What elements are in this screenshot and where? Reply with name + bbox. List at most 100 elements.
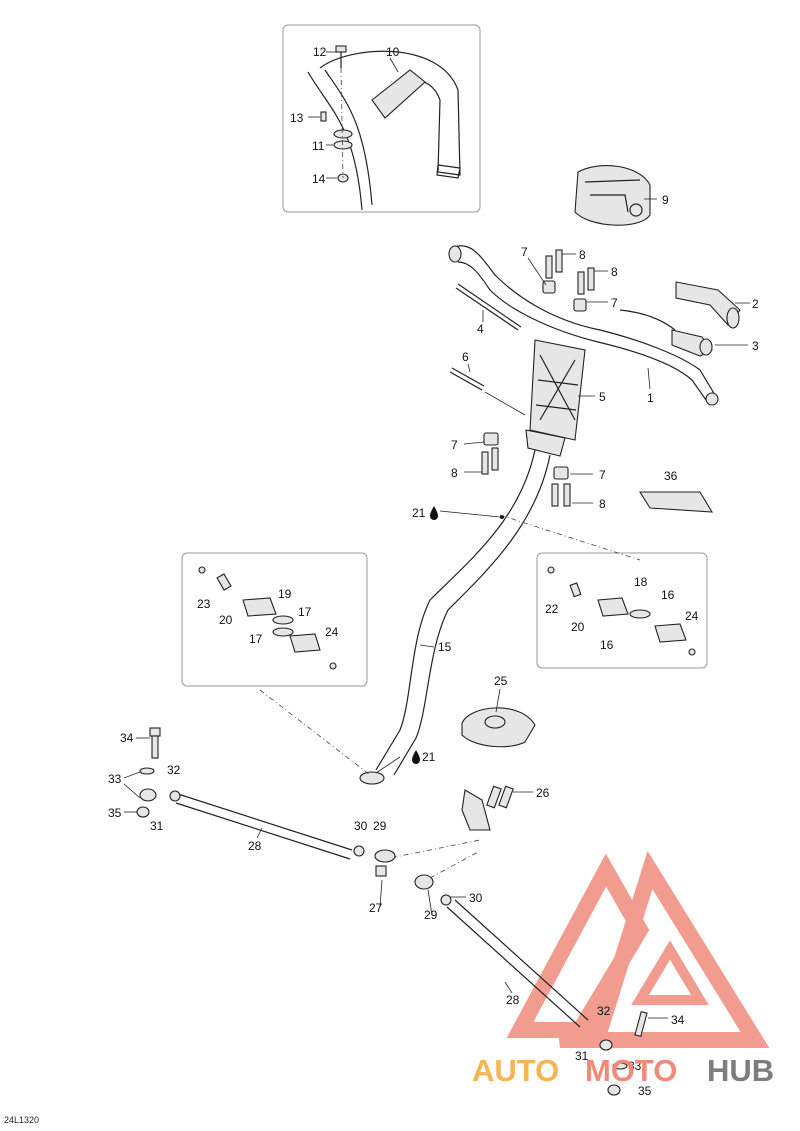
part-8-bolts-lower: [481, 447, 571, 507]
part-15-steering-column: [359, 429, 566, 785]
watermark-text: AUTO MOTO HUB: [472, 1053, 774, 1088]
callout-23: 23: [197, 597, 211, 611]
part-12-bolt: [335, 45, 347, 68]
callout-32: 32: [597, 1004, 611, 1018]
callout-21: 21: [412, 506, 426, 520]
part-28-tie-rod-right: [414, 874, 589, 1028]
hardware-left-end: [136, 727, 181, 818]
callout-21: 21: [422, 750, 436, 764]
callout-28: 28: [248, 839, 262, 853]
part-8-bolts-upper: [545, 249, 595, 295]
part-5-riser: [529, 339, 586, 441]
callout-11: 11: [312, 139, 325, 153]
callout-25: 25: [494, 674, 508, 688]
callout-33: 33: [108, 772, 122, 786]
callout-9: 9: [662, 193, 669, 207]
hardware-center: [353, 845, 452, 906]
callout-15: 15: [438, 640, 452, 654]
watermark-logo: [506, 850, 770, 1048]
drawing-reference-code: 24L1320: [4, 1115, 40, 1125]
callout-8: 8: [579, 248, 586, 262]
callout-13: 13: [290, 111, 304, 125]
callout-2: 2: [752, 297, 759, 311]
callout-7: 7: [599, 468, 606, 482]
guide-line-a: [259, 689, 371, 776]
callout-17: 17: [249, 632, 263, 646]
callout-31: 31: [575, 1049, 589, 1063]
callout-20: 20: [219, 613, 233, 627]
part-10-handle-pad: [307, 50, 461, 211]
guide-line-d: [429, 851, 479, 879]
watermark-word-hub: HUB: [707, 1053, 774, 1088]
callout-34: 34: [120, 731, 134, 745]
inset-box-top: [282, 24, 481, 213]
droplet-icon: [412, 750, 420, 764]
callout-35: 35: [108, 806, 122, 820]
callout-8: 8: [611, 265, 618, 279]
callout-18: 18: [634, 575, 648, 589]
callout-17: 17: [298, 605, 312, 619]
callout-27: 27: [369, 901, 383, 915]
callout-33: 33: [628, 1059, 642, 1073]
callout-29: 29: [373, 819, 387, 833]
callout-6: 6: [462, 350, 469, 364]
callout-5: 5: [599, 390, 606, 404]
inset-box-right: [536, 552, 708, 669]
callout-24: 24: [325, 625, 339, 639]
callout-1: 1: [647, 391, 654, 405]
arrow-to-riser: [484, 391, 526, 416]
guide-line-c: [379, 839, 481, 861]
callout-4: 4: [477, 322, 484, 336]
watermark-word-auto: AUTO: [472, 1053, 559, 1088]
part-2-grip: [675, 281, 741, 329]
part-28-tie-rod-left: [139, 788, 396, 863]
callout-10: 10: [386, 45, 400, 59]
part-13-spacer: [320, 111, 327, 122]
callout-29: 29: [424, 908, 438, 922]
callout-35: 35: [638, 1084, 652, 1098]
callout-20: 20: [571, 620, 585, 634]
callout-8: 8: [451, 466, 458, 480]
callout-7: 7: [611, 296, 618, 310]
watermark-word-moto: MOTO: [585, 1053, 677, 1088]
part-25-boot: [461, 707, 536, 748]
part-7-clamp-lower-right: [553, 466, 569, 480]
hardware-right-end: [599, 1010, 648, 1096]
droplet-icon: [430, 506, 438, 520]
part-1-handlebar: [448, 245, 719, 406]
callout-7: 7: [521, 245, 528, 259]
callout-19: 19: [278, 587, 292, 601]
callout-31: 31: [150, 819, 164, 833]
part-7-clamp-lower-left: [483, 432, 499, 446]
callout-32: 32: [167, 763, 181, 777]
axis-line-top: [340, 67, 344, 179]
callout-28: 28: [506, 993, 520, 1007]
callout-8: 8: [599, 497, 606, 511]
callout-26: 26: [536, 786, 550, 800]
part-26-bracket: [461, 785, 514, 831]
callout-12: 12: [313, 45, 327, 59]
part-4-rod: [455, 283, 522, 331]
callout-24: 24: [685, 609, 699, 623]
leader-lines: [123, 51, 750, 1019]
inset-right-parts: [547, 566, 696, 656]
callout-14: 14: [312, 172, 326, 186]
callout-7: 7: [451, 438, 458, 452]
callout-22: 22: [545, 602, 559, 616]
inset-left-parts: [198, 566, 337, 670]
part-7-clamp-upper-left: [542, 280, 556, 294]
part-6-pin: [449, 367, 485, 391]
part-7-clamp-upper-right: [573, 298, 587, 312]
callout-30: 30: [354, 819, 368, 833]
part-11-clamp: [333, 129, 353, 150]
part-9-handlebar-pad: [574, 165, 651, 226]
callout-34: 34: [671, 1013, 685, 1027]
part-3-grip: [619, 309, 713, 357]
callout-labels: 12 10 13 11 14 9 7 8 8 7 2 4 3 6 1 5 7 8…: [108, 45, 759, 1098]
guide-line-b: [499, 514, 641, 561]
part-36-bracket: [639, 491, 714, 513]
callout-30: 30: [469, 891, 483, 905]
callout-16: 16: [661, 588, 675, 602]
callout-3: 3: [752, 339, 759, 353]
